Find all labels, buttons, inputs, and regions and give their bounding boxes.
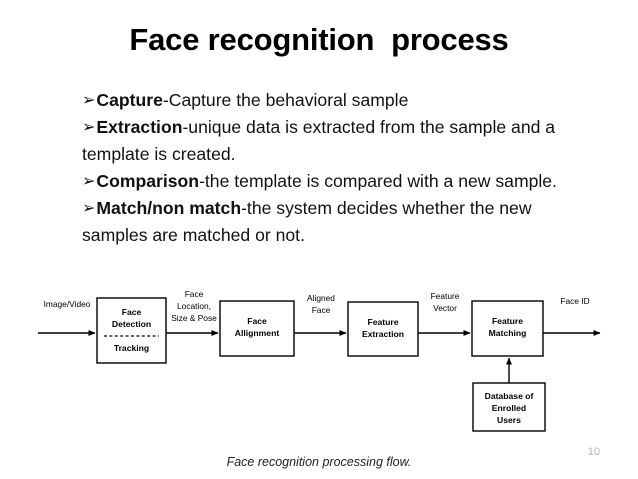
diagram-label-feature-vector-line-2: Vector	[433, 303, 457, 313]
arrow-bullet-icon: ➢	[82, 119, 96, 136]
figure-caption: Face recognition processing flow.	[226, 455, 412, 469]
diagram-box-database-line-3: Users	[497, 415, 521, 425]
list-item-text: -the system decides whether the new samp…	[82, 198, 532, 245]
diagram-box-face-alignment-line-2: Allignment	[235, 328, 280, 338]
list-item-text: -the template is compared with a new sam…	[199, 171, 557, 191]
list-item-lead: Capture	[96, 90, 163, 110]
diagram-box-face-detection-line-1: Face	[122, 307, 142, 317]
diagram-label-face-location-line-3: Size & Pose	[171, 313, 217, 323]
diagram-box-face-alignment	[219, 300, 295, 357]
list-item-lead: Match/non match	[96, 198, 242, 218]
diagram-label-aligned-face-line-2: Face	[312, 305, 331, 315]
diagram-box-face-detection-line-3: Tracking	[114, 343, 149, 353]
list-item: ➢Match/non match-the system decides whet…	[82, 195, 582, 249]
list-item-text: -unique data is extracted from the sampl…	[82, 117, 556, 164]
diagram-box-face-alignment-line-1: Face	[247, 316, 267, 326]
page-number: 10	[587, 446, 600, 458]
diagram-label-face-location-line-1: Face	[185, 289, 204, 299]
diagram-label-face-id: Face ID	[560, 296, 589, 306]
diagram-box-database-line-2: Enrolled	[492, 403, 526, 413]
diagram-label-feature-vector-line-1: Feature	[431, 291, 460, 301]
diagram-box-feature-matching	[471, 300, 544, 357]
diagram-box-face-detection-line-2: Detection	[112, 319, 151, 329]
diagram-box-feature-extraction	[347, 301, 419, 357]
diagram-box-database-enrolled-users	[472, 382, 546, 432]
list-item-lead: Comparison	[96, 171, 200, 191]
diagram-box-feature-extraction-line-2: Extraction	[362, 329, 404, 339]
diagram-label-aligned-face-line-1: Aligned	[307, 293, 335, 303]
diagram-box-feature-extraction-line-1: Feature	[367, 317, 398, 327]
diagram-box-feature-matching-line-2: Matching	[489, 328, 527, 338]
list-item: ➢Extraction-unique data is extracted fro…	[82, 114, 582, 168]
diagram-box-database-line-1: Database of	[485, 391, 534, 401]
bullet-list: ➢Capture-Capture the behavioral sample ➢…	[82, 87, 582, 249]
list-item-text: -Capture the behavioral sample	[162, 90, 409, 110]
arrow-bullet-icon: ➢	[82, 173, 96, 190]
arrow-bullet-icon: ➢	[82, 200, 96, 217]
list-item-lead: Extraction	[96, 117, 183, 137]
list-item: ➢Comparison-the template is compared wit…	[82, 168, 582, 195]
diagram-box-feature-matching-line-1: Feature	[492, 316, 523, 326]
diagram-label-face-location-line-2: Location,	[177, 301, 211, 311]
flow-diagram: Face Detection Tracking Face Allignment …	[0, 280, 638, 445]
diagram-label-image-video: Image/Video	[44, 299, 91, 309]
list-item: ➢Capture-Capture the behavioral sample	[82, 87, 582, 114]
page-title: Face recognition process	[129, 22, 509, 57]
arrow-bullet-icon: ➢	[82, 92, 96, 109]
diagram-box-face-detection	[96, 297, 167, 364]
